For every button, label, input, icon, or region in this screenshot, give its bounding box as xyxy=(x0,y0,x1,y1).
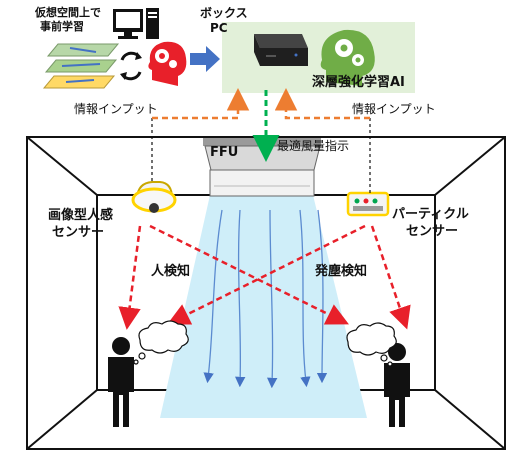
red-ai-head-icon xyxy=(148,41,187,86)
person-left-icon xyxy=(108,337,134,427)
box-pc-panel xyxy=(222,22,415,93)
box-pc-label-1: ボックス xyxy=(200,5,248,20)
particle-sensor-label-2: センサー xyxy=(406,224,458,239)
particle-sensor-label-1: パーティクル xyxy=(392,207,469,222)
flow-to-pc-arrow xyxy=(190,46,220,72)
thought-bubble-right xyxy=(346,322,397,367)
computer-icon xyxy=(113,8,159,39)
camera-sensor-label-1: 画像型人感 xyxy=(48,207,113,223)
ffu-label: FFU xyxy=(210,145,238,160)
sensor-wires xyxy=(151,118,371,193)
optimal-airflow-label: 最適風量指示 xyxy=(277,138,349,153)
detection-arrows xyxy=(118,224,411,330)
ai-label: 深層強化学習AI xyxy=(312,74,405,90)
premodel-label-1: 仮想空間上で xyxy=(34,5,101,19)
virtual-space-map-icon xyxy=(42,43,120,89)
box-pc-label-2: PC xyxy=(210,21,228,35)
dust-detect-label: 発塵検知 xyxy=(314,263,367,279)
airflow-arrows xyxy=(203,209,328,389)
thought-bubble-left xyxy=(133,320,189,365)
camera-sensor-icon xyxy=(131,181,177,213)
person-right-icon xyxy=(384,343,410,427)
person-detect-label: 人検知 xyxy=(151,263,190,279)
airflow-area xyxy=(160,195,367,418)
premodel-label-2: 事前学習 xyxy=(40,19,84,33)
particle-sensor-icon xyxy=(346,191,390,217)
green-ai-head-icon xyxy=(320,29,375,86)
info-input-left-label: 情報インプット xyxy=(74,102,158,116)
camera-sensor-label-2: センサー xyxy=(52,225,104,240)
info-input-right-label: 情報インプット xyxy=(352,102,436,116)
cycle-arrows-icon xyxy=(120,51,142,81)
box-pc-icon xyxy=(254,34,308,66)
info-input-arrows xyxy=(152,88,370,120)
